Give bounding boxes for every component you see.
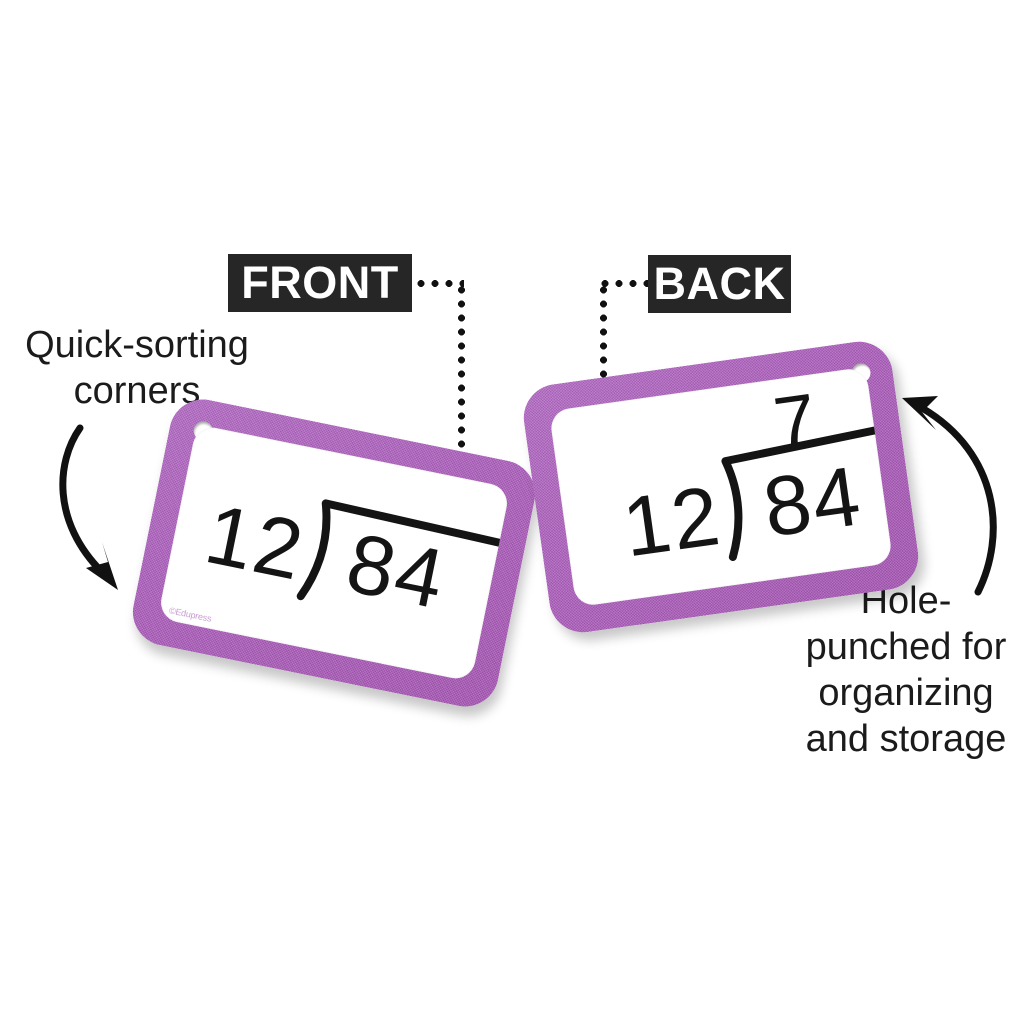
connector-back-horizontal (598, 280, 648, 287)
connector-front-horizontal (414, 280, 464, 287)
flash-card-front-face: 12 84 ©Edupress (157, 424, 511, 682)
flash-card-front[interactable]: 12 84 ©Edupress (126, 393, 542, 713)
dividend-front: 84 (339, 515, 454, 627)
curved-arrow-up-left-icon (902, 396, 997, 596)
flash-card-back-face: 7 12 84 (548, 366, 894, 608)
connector-front-vertical (458, 283, 465, 505)
dividend-back: 84 (757, 448, 868, 555)
callout-badge-back: BACK (648, 255, 791, 313)
long-division-bracket-icon (296, 499, 504, 601)
connector-back-vertical (600, 283, 607, 405)
divisor-back: 12 (617, 467, 727, 575)
long-division-problem-front: 12 84 (157, 424, 510, 682)
divisor-front: 12 (198, 486, 313, 598)
long-division-bracket-icon (721, 425, 885, 562)
annotation-quick-sorting-corners: Quick-sorting corners (25, 324, 249, 412)
annotation-hole-punched: Hole- punched for organizing and storage (805, 580, 1007, 760)
callout-badge-front: FRONT (228, 254, 412, 312)
curved-arrow-down-right-icon (59, 424, 118, 590)
long-division-problem-back: 7 12 84 (549, 367, 893, 608)
flash-card-back[interactable]: 7 12 84 (519, 337, 923, 637)
